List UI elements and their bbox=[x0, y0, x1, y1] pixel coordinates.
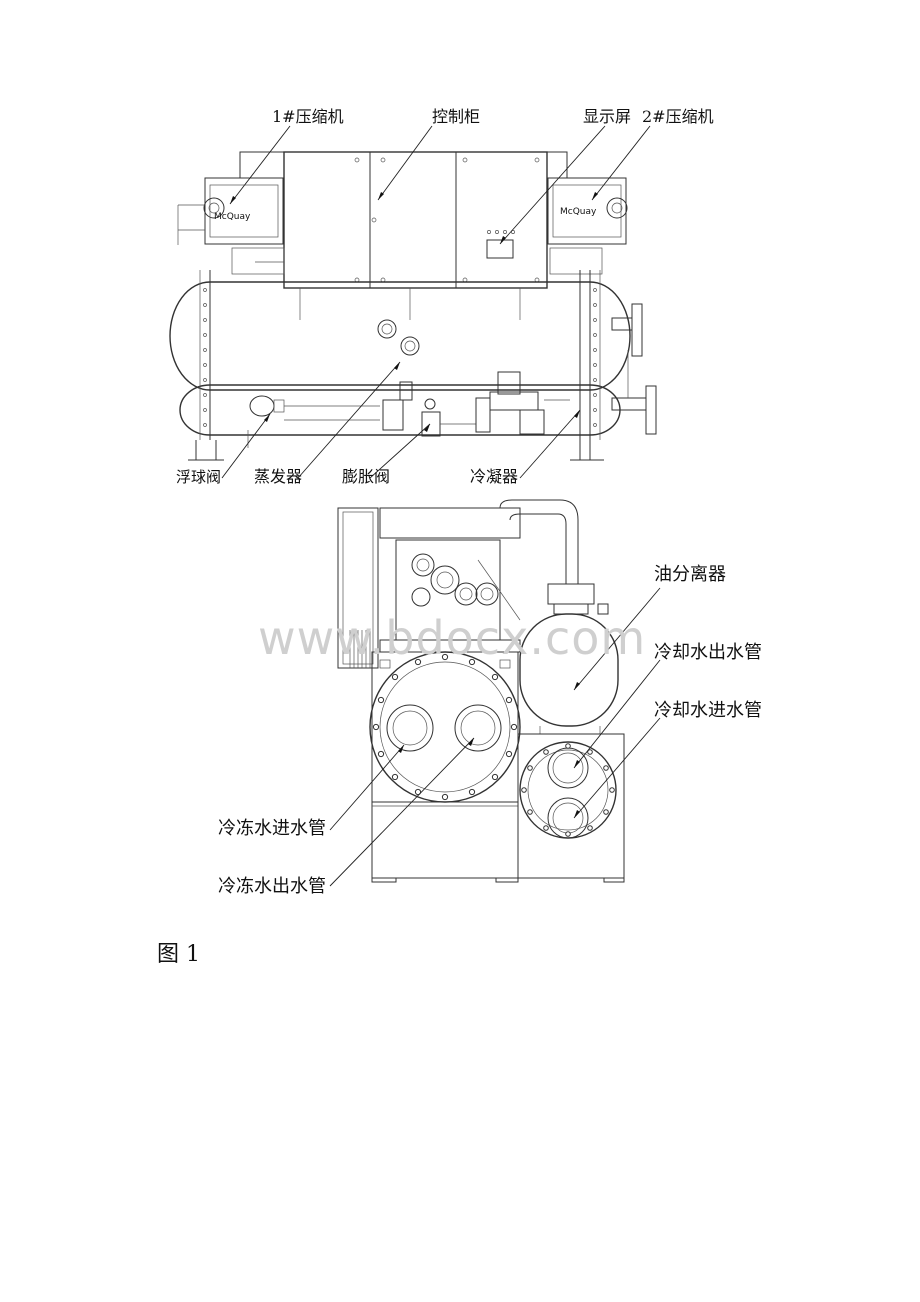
label-evaporator: 蒸发器 bbox=[254, 467, 302, 486]
front-leaders bbox=[221, 125, 651, 479]
fin-grille bbox=[349, 630, 371, 668]
label-chilled-water-out: 冷冻水出水管 bbox=[218, 876, 326, 897]
label-chilled-water-in: 冷冻水进水管 bbox=[218, 818, 326, 839]
front-view: McQuay McQuay bbox=[169, 107, 714, 486]
supports bbox=[188, 270, 604, 461]
oil-separator bbox=[519, 613, 619, 734]
brand-1: McQuay bbox=[214, 212, 251, 222]
watermark: www.bdocx.com bbox=[258, 611, 646, 665]
label-cooling-water-out: 冷却水出水管 bbox=[654, 642, 762, 663]
control-cabinet bbox=[283, 151, 548, 320]
label-condenser: 冷凝器 bbox=[470, 467, 518, 486]
label-expansion-valve: 膨胀阀 bbox=[342, 467, 390, 486]
label-control-cabinet: 控制柜 bbox=[432, 107, 480, 126]
left-bolt-column bbox=[203, 288, 207, 427]
label-display: 显示屏 bbox=[583, 107, 631, 126]
label-float-valve: 浮球阀 bbox=[176, 468, 221, 486]
compressor-2: McQuay bbox=[546, 151, 628, 275]
brand-2: McQuay bbox=[560, 207, 597, 217]
condenser-end bbox=[517, 733, 625, 883]
figure-caption: 图 1 bbox=[157, 942, 200, 967]
right-bolt-column bbox=[593, 288, 597, 427]
evaporator-end bbox=[369, 651, 521, 803]
label-oil-separator: 油分离器 bbox=[654, 564, 726, 585]
label-compressor-2: 2#压缩机 bbox=[642, 107, 714, 126]
display-screen bbox=[486, 239, 514, 259]
shell-body bbox=[169, 270, 657, 440]
side-leaders bbox=[329, 587, 661, 887]
side-view: 油分离器 冷却水出水管 冷却水进水管 冷冻水进水管 冷冻水出水管 bbox=[218, 499, 762, 897]
evap-bolt-ring bbox=[372, 653, 518, 801]
label-compressor-1: 1#压缩机 bbox=[272, 107, 344, 126]
compressor-1: McQuay bbox=[177, 151, 285, 275]
cond-bolt-ring bbox=[521, 743, 615, 837]
label-cooling-water-in: 冷却水进水管 bbox=[654, 700, 762, 721]
lower-piping bbox=[249, 371, 570, 437]
